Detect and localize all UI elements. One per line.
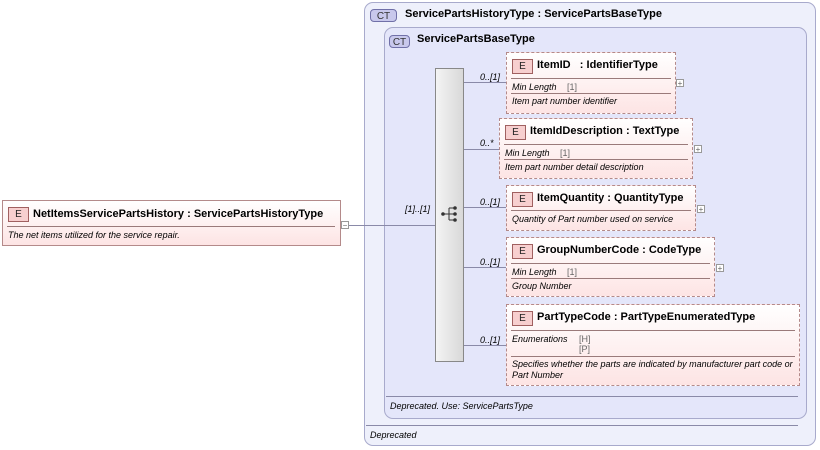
element-title: GroupNumberCode : CodeType bbox=[537, 244, 701, 256]
element-title: ItemIdDescription : TextType bbox=[530, 125, 679, 137]
inner-footer-text: Deprecated. Use: ServicePartsType bbox=[390, 401, 533, 411]
element-type: : PartTypeEnumeratedType bbox=[613, 311, 756, 323]
element-divider bbox=[511, 93, 671, 94]
element-title: ItemQuantity : QuantityType bbox=[537, 192, 684, 204]
element-parttypecode[interactable]: E PartTypeCode : PartTypeEnumeratedType … bbox=[506, 304, 800, 386]
element-groupnumbercode[interactable]: E GroupNumberCode : CodeType Min Length … bbox=[506, 237, 715, 297]
facet-label: Min Length bbox=[512, 267, 557, 277]
element-annotation: Quantity of Part number used on service bbox=[512, 214, 674, 224]
expand-icon[interactable]: + bbox=[694, 145, 702, 154]
occurrence-itemiddescription: 0..* bbox=[480, 138, 494, 148]
occurrence-parttypecode: 0..[1] bbox=[480, 335, 501, 345]
element-name: ItemID bbox=[537, 59, 571, 71]
occurrence-groupnumbercode: 0..[1] bbox=[480, 257, 501, 267]
element-divider bbox=[511, 330, 795, 331]
element-name: ItemQuantity bbox=[537, 192, 605, 204]
facet-value: [1] bbox=[560, 148, 571, 158]
element-badge: E bbox=[512, 192, 533, 207]
enum-value-h: [H] bbox=[579, 334, 591, 344]
branch-line bbox=[464, 82, 506, 83]
element-divider bbox=[511, 210, 691, 211]
element-annotation: Group Number bbox=[512, 281, 572, 291]
element-badge: E bbox=[512, 311, 533, 326]
root-element-title: NetItemsServicePartsHistory : ServicePar… bbox=[33, 208, 323, 220]
element-annotation: Item part number detail description bbox=[505, 162, 644, 172]
element-title: PartTypeCode : PartTypeEnumeratedType bbox=[537, 311, 755, 323]
outer-footer-text: Deprecated bbox=[370, 430, 417, 440]
element-name: ItemIdDescription bbox=[530, 125, 623, 137]
root-element-box[interactable]: E NetItemsServicePartsHistory : ServiceP… bbox=[2, 200, 341, 246]
element-title: ItemID : IdentifierType bbox=[537, 59, 658, 71]
branch-line bbox=[464, 345, 506, 346]
complex-type-badge-inner: CT bbox=[389, 35, 410, 48]
element-badge: E bbox=[512, 244, 533, 259]
element-badge: E bbox=[505, 125, 526, 140]
facet-label: Enumerations bbox=[512, 334, 568, 344]
connector-line bbox=[349, 225, 437, 226]
element-type: : IdentifierType bbox=[579, 59, 658, 71]
element-divider bbox=[511, 263, 710, 264]
element-name: PartTypeCode bbox=[537, 311, 611, 323]
outer-type-title: ServicePartsHistoryType : ServicePartsBa… bbox=[405, 8, 663, 20]
root-element-name: NetItemsServicePartsHistory bbox=[33, 208, 185, 220]
expand-icon[interactable]: + bbox=[676, 79, 684, 88]
element-type: : TextType bbox=[625, 125, 680, 137]
facet-label: Min Length bbox=[512, 82, 557, 92]
inner-type-title: ServicePartsBaseType bbox=[417, 33, 535, 45]
element-itemquantity[interactable]: E ItemQuantity : QuantityType Quantity o… bbox=[506, 185, 696, 231]
element-name: GroupNumberCode bbox=[537, 244, 640, 256]
enum-value-p: [P] bbox=[579, 344, 591, 354]
expand-icon[interactable]: + bbox=[697, 205, 705, 214]
element-divider bbox=[504, 144, 688, 145]
element-divider bbox=[504, 159, 688, 160]
element-badge: E bbox=[8, 207, 29, 222]
element-type: : QuantityType bbox=[607, 192, 684, 204]
occurrence-itemid: 0..[1] bbox=[480, 72, 501, 82]
root-element-divider bbox=[7, 226, 335, 227]
element-itemiddescription[interactable]: E ItemIdDescription : TextType Min Lengt… bbox=[499, 118, 693, 179]
collapse-icon[interactable]: − bbox=[341, 221, 349, 230]
sequence-occurrence: [1]..[1] bbox=[405, 204, 431, 214]
root-element-type: : ServicePartsHistoryType bbox=[187, 208, 324, 220]
branch-line bbox=[464, 267, 506, 268]
occurrence-itemquantity: 0..[1] bbox=[480, 197, 501, 207]
element-annotation: Specifies whether the parts are indicate… bbox=[512, 359, 793, 380]
element-type: : CodeType bbox=[642, 244, 702, 256]
element-badge: E bbox=[512, 59, 533, 74]
branch-line bbox=[464, 149, 499, 150]
element-divider bbox=[511, 356, 795, 357]
inner-footer-divider bbox=[386, 396, 798, 397]
branch-line bbox=[464, 207, 506, 208]
element-annotation: Item part number identifier bbox=[512, 96, 618, 106]
facet-value: [1] bbox=[567, 82, 578, 92]
expand-icon[interactable]: + bbox=[716, 264, 724, 273]
element-itemid[interactable]: E ItemID : IdentifierType Min Length [1]… bbox=[506, 52, 676, 114]
outer-footer-divider bbox=[366, 425, 798, 426]
element-divider bbox=[511, 278, 710, 279]
facet-value: [1] bbox=[567, 267, 578, 277]
root-element-annotation: The net items utilized for the service r… bbox=[8, 230, 180, 240]
sequence-icon bbox=[441, 205, 459, 223]
complex-type-badge: CT bbox=[370, 9, 397, 22]
facet-label: Min Length bbox=[505, 148, 550, 158]
element-divider bbox=[511, 78, 671, 79]
